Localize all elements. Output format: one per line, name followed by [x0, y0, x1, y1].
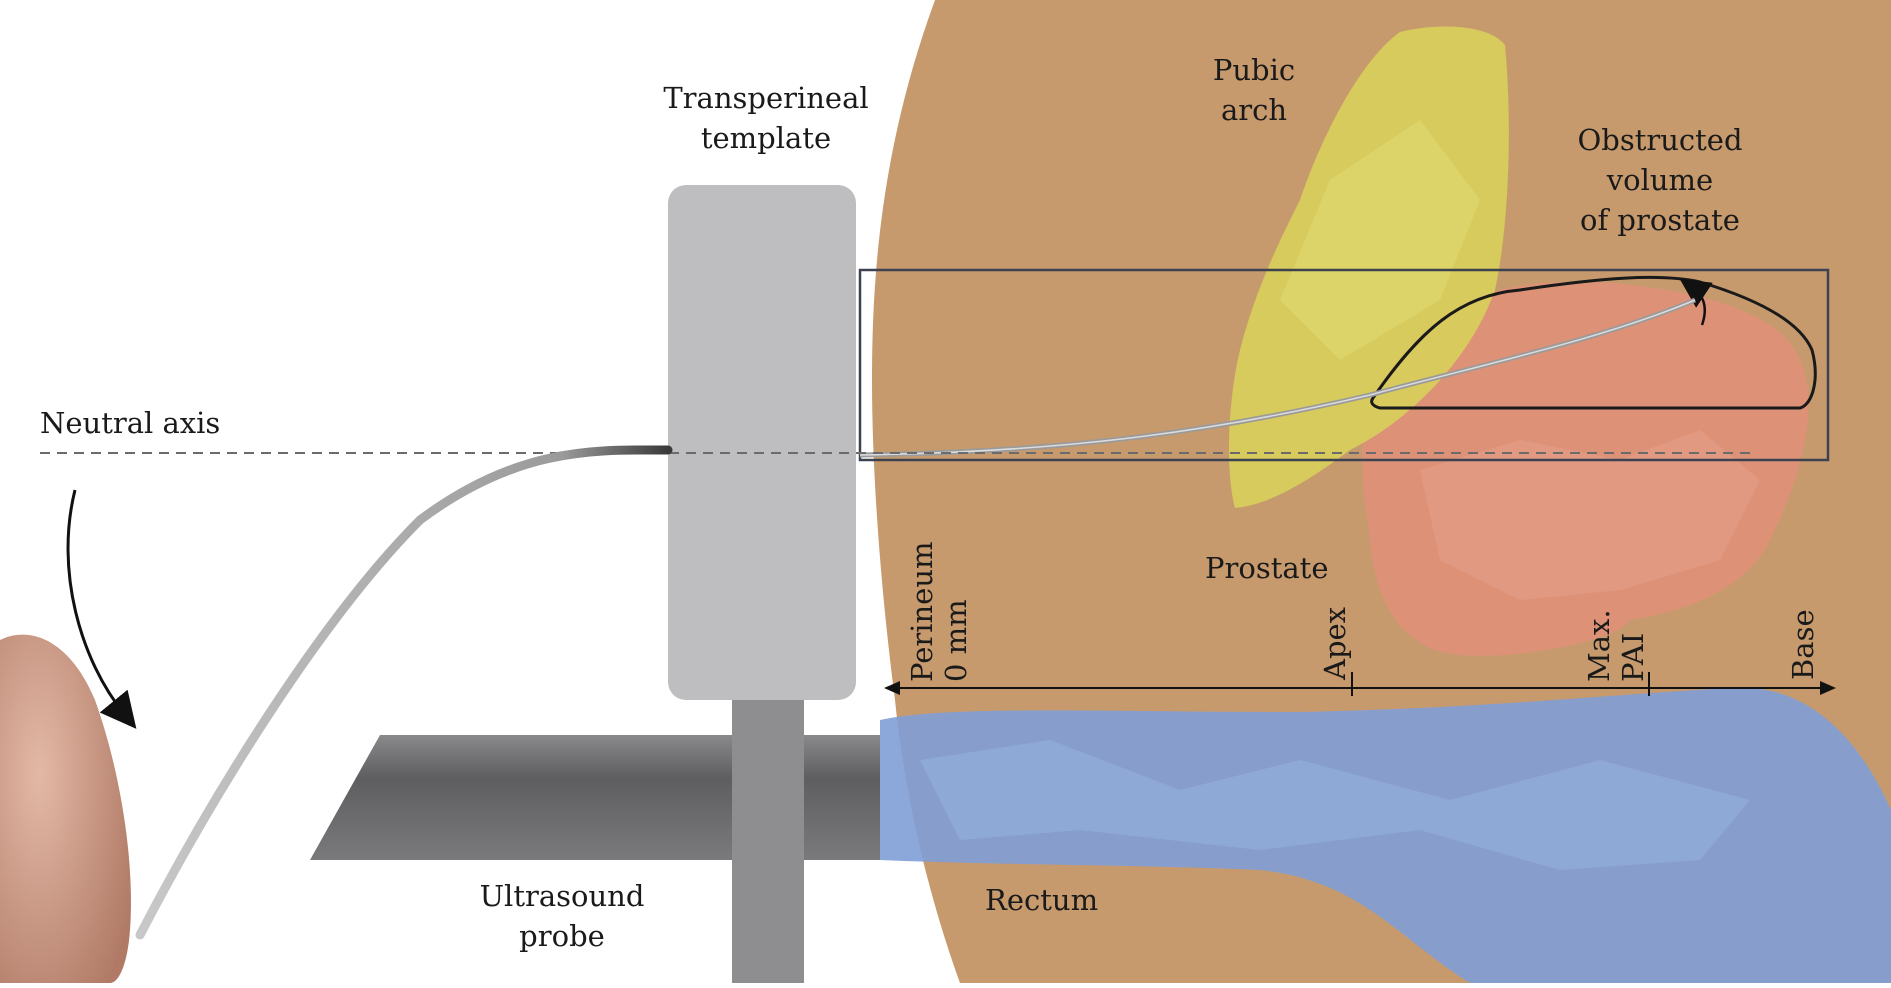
- hand-icon: [0, 634, 131, 983]
- rectum-shading: [920, 740, 1750, 870]
- ultrasound-probe-label: Ultrasound probe: [479, 879, 645, 953]
- perineum-label: Perineum 0 mm: [905, 541, 973, 682]
- curved-arrow-icon: [66, 489, 137, 729]
- needle-bent: [135, 445, 673, 940]
- distance-axis: [884, 672, 1836, 696]
- max-pai-label: Max. PAI: [1582, 609, 1650, 682]
- pubic-arch-label: Pubic arch: [1212, 53, 1296, 127]
- prostate-label: Prostate: [1205, 551, 1329, 585]
- apex-label: Apex: [1318, 606, 1352, 680]
- rectum: [880, 687, 1891, 983]
- rectum-label: Rectum: [985, 883, 1099, 917]
- transperineal-template: [668, 185, 856, 700]
- field-box: [858, 268, 1830, 462]
- rotation-arrow-icon: [1679, 278, 1713, 326]
- obstructed-volume-label: Obstructed volume of prostate: [1577, 123, 1743, 237]
- template-label: Transperineal template: [663, 81, 869, 155]
- template-stand: [732, 700, 804, 983]
- pubic-arch: [1228, 26, 1509, 509]
- base-label: Base: [1786, 609, 1820, 680]
- prostate: [1362, 281, 1809, 656]
- neutral-axis-label: Neutral axis: [40, 406, 221, 440]
